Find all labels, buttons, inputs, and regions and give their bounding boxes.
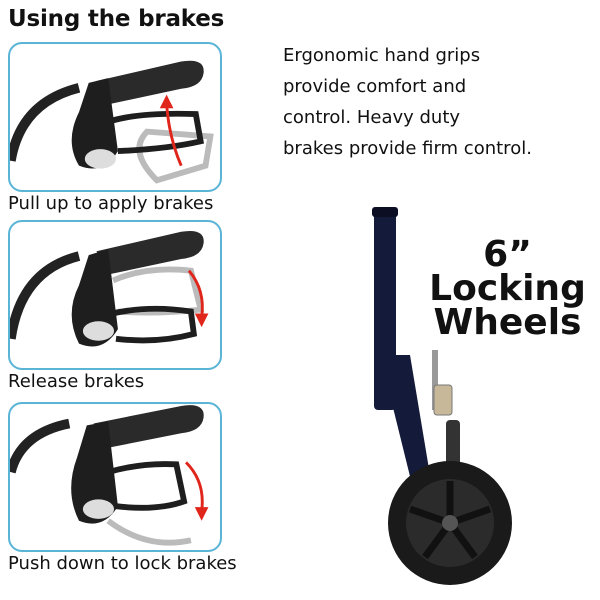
description-line: Ergonomic hand grips bbox=[283, 45, 481, 66]
bolt-cap bbox=[84, 149, 116, 169]
frame-tube bbox=[10, 251, 81, 340]
down-arrow-icon bbox=[185, 461, 209, 521]
wheel-label-line: Wheels bbox=[433, 302, 582, 343]
description-line: provide comfort and bbox=[283, 76, 467, 97]
brake-handle-illustration bbox=[10, 405, 209, 546]
wheel-hub bbox=[442, 515, 458, 531]
down-arrow-icon bbox=[187, 269, 209, 328]
brake-housing bbox=[71, 78, 118, 169]
brake-panel-push-down bbox=[8, 402, 222, 552]
lock-mechanism bbox=[433, 384, 453, 416]
brake-lever-ghost bbox=[111, 266, 205, 316]
brake-handle-illustration bbox=[10, 60, 214, 184]
hand-grip bbox=[96, 60, 204, 105]
caption-push-down: Push down to lock brakes bbox=[8, 553, 237, 574]
page-title: Using the brakes bbox=[8, 6, 225, 32]
frame-tube bbox=[10, 418, 71, 474]
brake-lever-ghost bbox=[106, 518, 192, 546]
description-line: control. Heavy duty bbox=[283, 107, 461, 128]
post-cap bbox=[372, 207, 398, 217]
locking-wheel-illustration bbox=[372, 207, 512, 585]
bracket bbox=[432, 350, 438, 410]
feature-description: Ergonomic hand grips provide comfort and… bbox=[283, 40, 593, 164]
brake-housing bbox=[71, 421, 118, 524]
brake-lever bbox=[107, 461, 188, 511]
brake-panel-pull-up bbox=[8, 42, 222, 192]
caption-pull-up: Pull up to apply brakes bbox=[8, 193, 214, 214]
bolt-cap bbox=[82, 499, 115, 519]
brake-handle-illustration bbox=[10, 230, 209, 347]
brake-lever bbox=[107, 305, 198, 344]
wheel-label: 6” Locking Wheels bbox=[420, 234, 595, 343]
brake-housing bbox=[71, 249, 118, 347]
description-line: brakes provide firm control. bbox=[283, 138, 532, 159]
frame-tube bbox=[10, 83, 81, 162]
hand-grip bbox=[96, 230, 204, 275]
hand-grip bbox=[93, 405, 204, 448]
brake-lever bbox=[107, 110, 205, 154]
up-arrow-icon bbox=[159, 94, 183, 167]
spring bbox=[446, 420, 460, 470]
wheel-label-line: Locking bbox=[429, 268, 586, 309]
bolt-cap bbox=[82, 321, 115, 341]
brake-panel-release bbox=[8, 220, 222, 370]
caption-release: Release brakes bbox=[8, 371, 145, 392]
wheel-size: 6” bbox=[483, 234, 532, 275]
